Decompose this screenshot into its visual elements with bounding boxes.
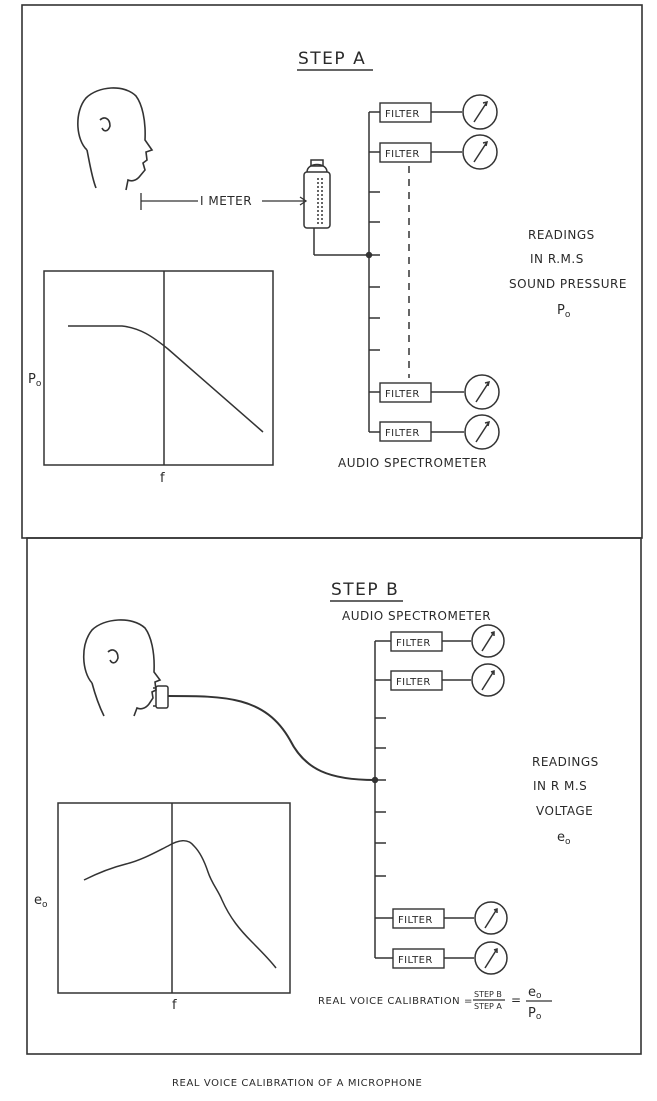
readings-a-symbol: Po [557,303,571,320]
microphone-icon [303,159,369,256]
mouthpiece-icon [153,685,169,709]
svg-text:FILTER: FILTER [396,677,431,688]
step-b-title: STEP B [331,580,399,600]
spectrometer-b-label: AUDIO SPECTROMETER [342,609,491,623]
svg-text:FILTER: FILTER [398,915,433,926]
filter-box: FILTER [379,102,462,123]
calibration-formula: REAL VOICE CALIBRATION = STEP B STEP A =… [318,985,552,1022]
figure-caption: REAL VOICE CALIBRATION OF A MICROPHONE [172,1078,422,1089]
readings-b-symbol: eo [557,830,571,847]
graph-a [43,270,274,466]
meter-icon [471,624,505,658]
svg-text:FILTER: FILTER [385,149,420,160]
filter-box: FILTER [379,142,462,163]
readings-b-line2: IN R M.S [533,779,587,793]
meter-icon [462,94,498,130]
graph-b-xlabel: f [172,998,177,1013]
head-icon [77,87,154,191]
meter-icon [471,663,505,697]
filter-box: FILTER [392,948,474,969]
svg-text:FILTER: FILTER [385,109,420,120]
graph-a-ylabel: Po [28,372,42,389]
svg-text:REAL VOICE CALIBRATION =: REAL VOICE CALIBRATION = [318,996,473,1007]
step-a-title: STEP A [298,49,366,69]
head-icon [82,619,162,717]
spectrometer-b [371,640,393,959]
readings-b-line3: VOLTAGE [536,804,593,818]
filter-box: FILTER [390,631,471,652]
readings-a-line3: SOUND PRESSURE [509,277,627,291]
distance-marker [140,193,308,210]
readings-b-line1: READINGS [532,755,599,769]
spectrometer-a-label: AUDIO SPECTROMETER [338,456,487,470]
svg-text:eo: eo [528,985,542,1001]
filter-box: FILTER [379,421,464,442]
meter-icon [464,374,500,410]
distance-label: I METER [200,194,252,208]
svg-text:=: = [511,993,521,1007]
filter-box: FILTER [390,670,471,691]
filter-box: FILTER [392,908,474,929]
graph-a-xlabel: f [160,471,165,486]
graph-b [57,802,291,994]
readings-a-line1: READINGS [528,228,595,242]
meter-icon [474,941,508,975]
svg-text:STEP A: STEP A [474,1002,502,1011]
meter-icon [474,901,508,935]
svg-text:FILTER: FILTER [398,955,433,966]
svg-text:FILTER: FILTER [385,389,420,400]
meter-icon [462,134,498,170]
cable [167,695,376,781]
svg-text:FILTER: FILTER [385,428,420,439]
panel-step-b [26,537,642,1055]
filter-box: FILTER [379,382,464,403]
readings-a-line2: IN R.M.S [530,252,584,266]
spectrometer-a [365,111,410,433]
graph-b-ylabel: eo [34,893,48,910]
svg-text:STEP B: STEP B [474,990,502,999]
svg-text:FILTER: FILTER [396,638,431,649]
svg-text:Po: Po [528,1006,542,1022]
meter-icon [464,414,500,450]
